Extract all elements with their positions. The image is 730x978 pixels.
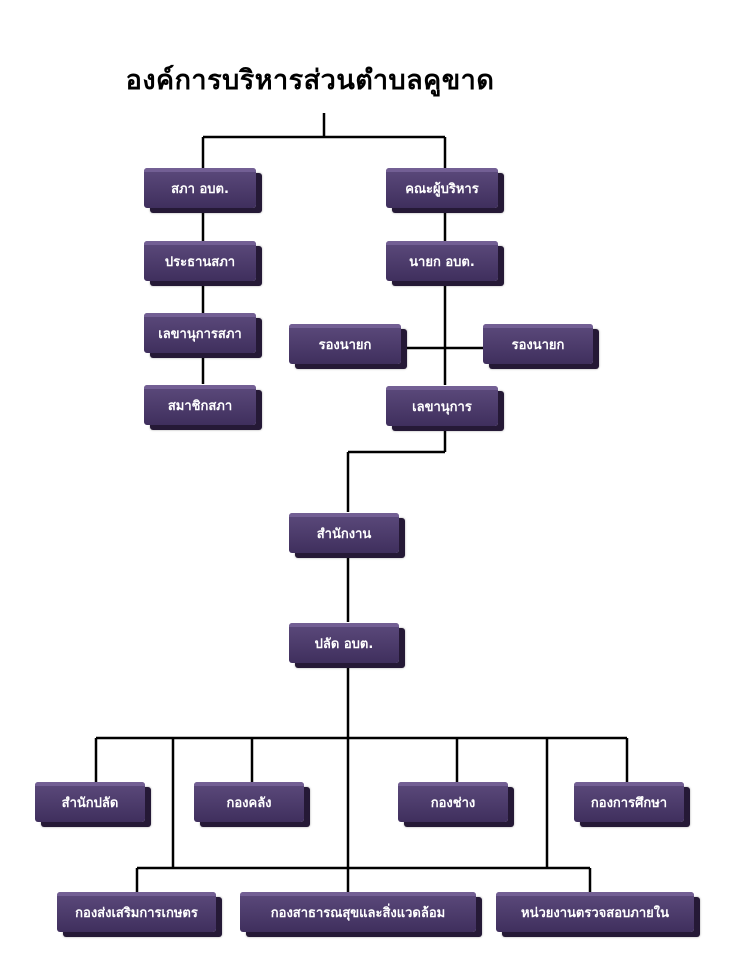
box-education-division: กองการศึกษา <box>574 782 684 822</box>
box-office: สำนักงาน <box>289 513 399 553</box>
box-deputy-mayor-left: รองนายก <box>289 324 401 364</box>
box-council-secretary: เลขานุการสภา <box>144 313 256 353</box>
box-internal-audit-unit: หน่วยงานตรวจสอบภายใน <box>496 892 694 932</box>
box-council-chair: ประธานสภา <box>144 241 256 281</box>
page-title: องค์การบริหารส่วนตำบลคูขาด <box>125 65 495 96</box>
box-deputy-mayor-right: รองนายก <box>483 324 593 364</box>
box-council-member: สมาชิกสภา <box>144 385 256 425</box>
box-health-environment-division: กองสาธารณสุขและสิ่งแวดล้อม <box>240 892 476 932</box>
box-mayor: นายก อบต. <box>386 241 498 281</box>
box-council: สภา อบต. <box>144 168 256 208</box>
box-secretary: เลขานุการ <box>386 386 498 426</box>
box-finance-division: กองคลัง <box>194 782 304 822</box>
box-executives: คณะผู้บริหาร <box>386 168 498 208</box>
box-agriculture-division: กองส่งเสริมการเกษตร <box>57 892 216 932</box>
box-engineering-division: กองช่าง <box>398 782 508 822</box>
box-chief-admin: ปลัด อบต. <box>289 623 399 663</box>
box-chief-admin-office: สำนักปลัด <box>35 782 145 822</box>
